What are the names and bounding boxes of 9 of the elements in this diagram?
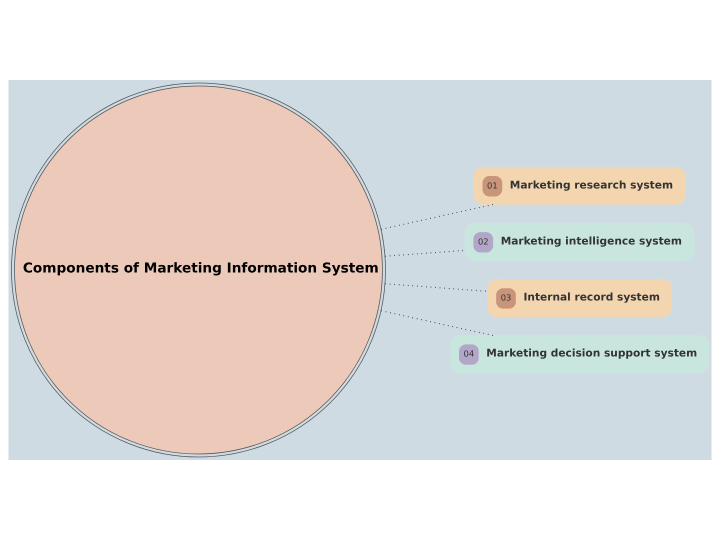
- connector: [381, 310, 494, 336]
- node-box: 01 Marketing research system: [473, 166, 686, 204]
- node-box: 02 Marketing intelligence system: [464, 222, 694, 260]
- connector: [385, 249, 465, 256]
- node-circle: Components of Marketing Information System: [11, 82, 386, 457]
- node-box: 04 Marketing decision support system: [450, 334, 709, 373]
- connector: [381, 203, 494, 230]
- node-box: 03 Internal record system: [487, 278, 672, 317]
- connector: [385, 282, 488, 292]
